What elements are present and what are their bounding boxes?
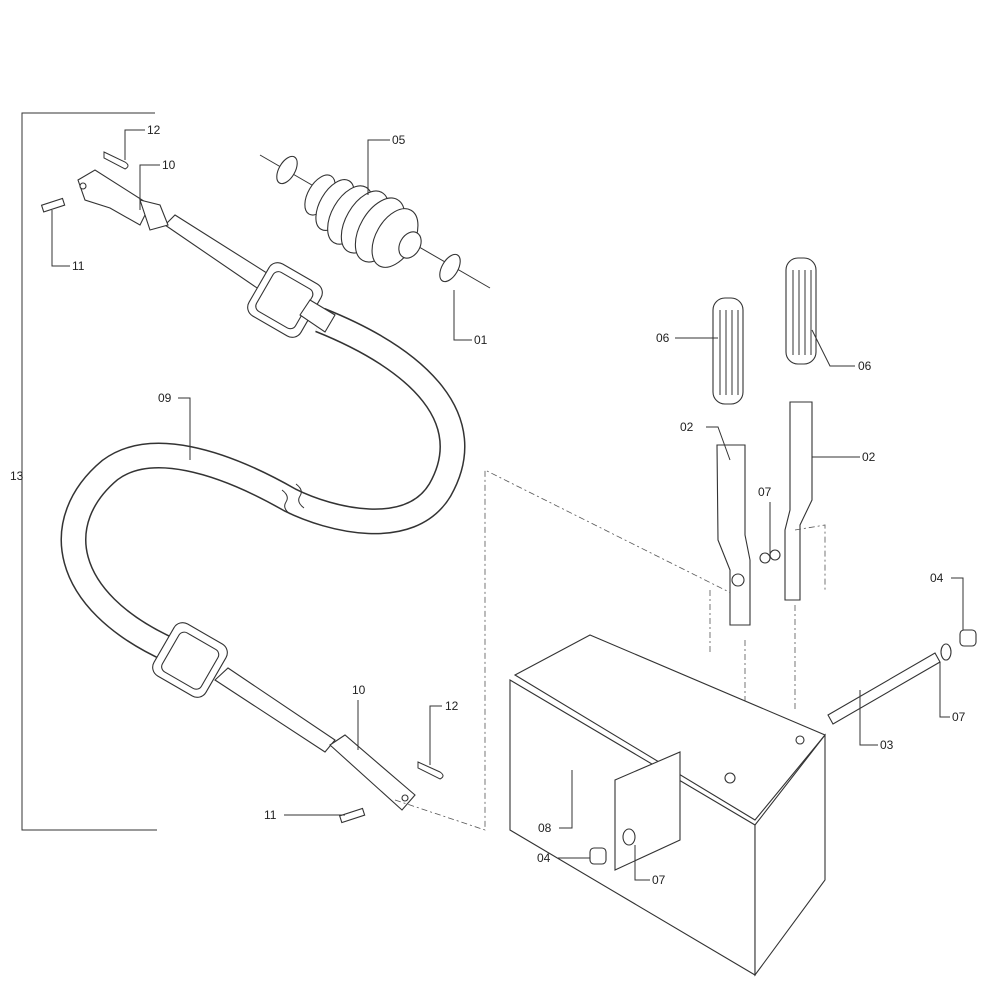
pin-11-lower: [338, 807, 366, 824]
cable-09: [60, 307, 466, 662]
clevis-10-upper: [77, 169, 169, 231]
shaft-03: [827, 652, 941, 725]
label-13: 13: [10, 469, 24, 483]
label-10: 10: [352, 683, 366, 697]
bracket-08: [509, 634, 826, 977]
label-08: 08: [538, 821, 552, 835]
label-11: 11: [72, 259, 85, 273]
label-12: 12: [445, 699, 459, 713]
nut-04: [589, 629, 977, 865]
lever-02-right: [759, 401, 813, 601]
clevis-10-lower: [329, 734, 416, 811]
upper-cable-end: [164, 214, 336, 338]
grip-06-left: [712, 297, 744, 405]
label-04: 04: [537, 851, 551, 865]
label-06: 06: [656, 331, 670, 345]
label-02: 02: [680, 420, 694, 434]
lever-02-left: [716, 444, 751, 626]
boot-05: [304, 174, 422, 268]
label-01: 01: [474, 333, 488, 347]
label-11: 11: [264, 808, 277, 822]
label-09: 09: [158, 391, 172, 405]
leader-lines: [51, 129, 964, 881]
assembly-bracket-13: [21, 112, 157, 831]
label-07: 07: [652, 873, 666, 887]
label-07: 07: [758, 485, 772, 499]
label-05: 05: [392, 133, 406, 147]
dashline: [709, 524, 826, 760]
grip-06-right: [785, 257, 817, 365]
dashline: [394, 469, 746, 831]
cotter-pin-12-upper: [103, 151, 129, 170]
label-07: 07: [952, 710, 966, 724]
label-06: 06: [858, 359, 872, 373]
pin-11-upper: [40, 197, 66, 213]
washer-07: [622, 643, 952, 846]
label-10: 10: [162, 158, 176, 172]
cotter-pin-12-lower: [417, 761, 444, 780]
label-12: 12: [147, 123, 161, 137]
clamp-01: [276, 155, 461, 283]
label-03: 03: [880, 738, 894, 752]
label-02: 02: [862, 450, 876, 464]
label-04: 04: [930, 571, 944, 585]
lower-cable-end: [152, 622, 336, 753]
